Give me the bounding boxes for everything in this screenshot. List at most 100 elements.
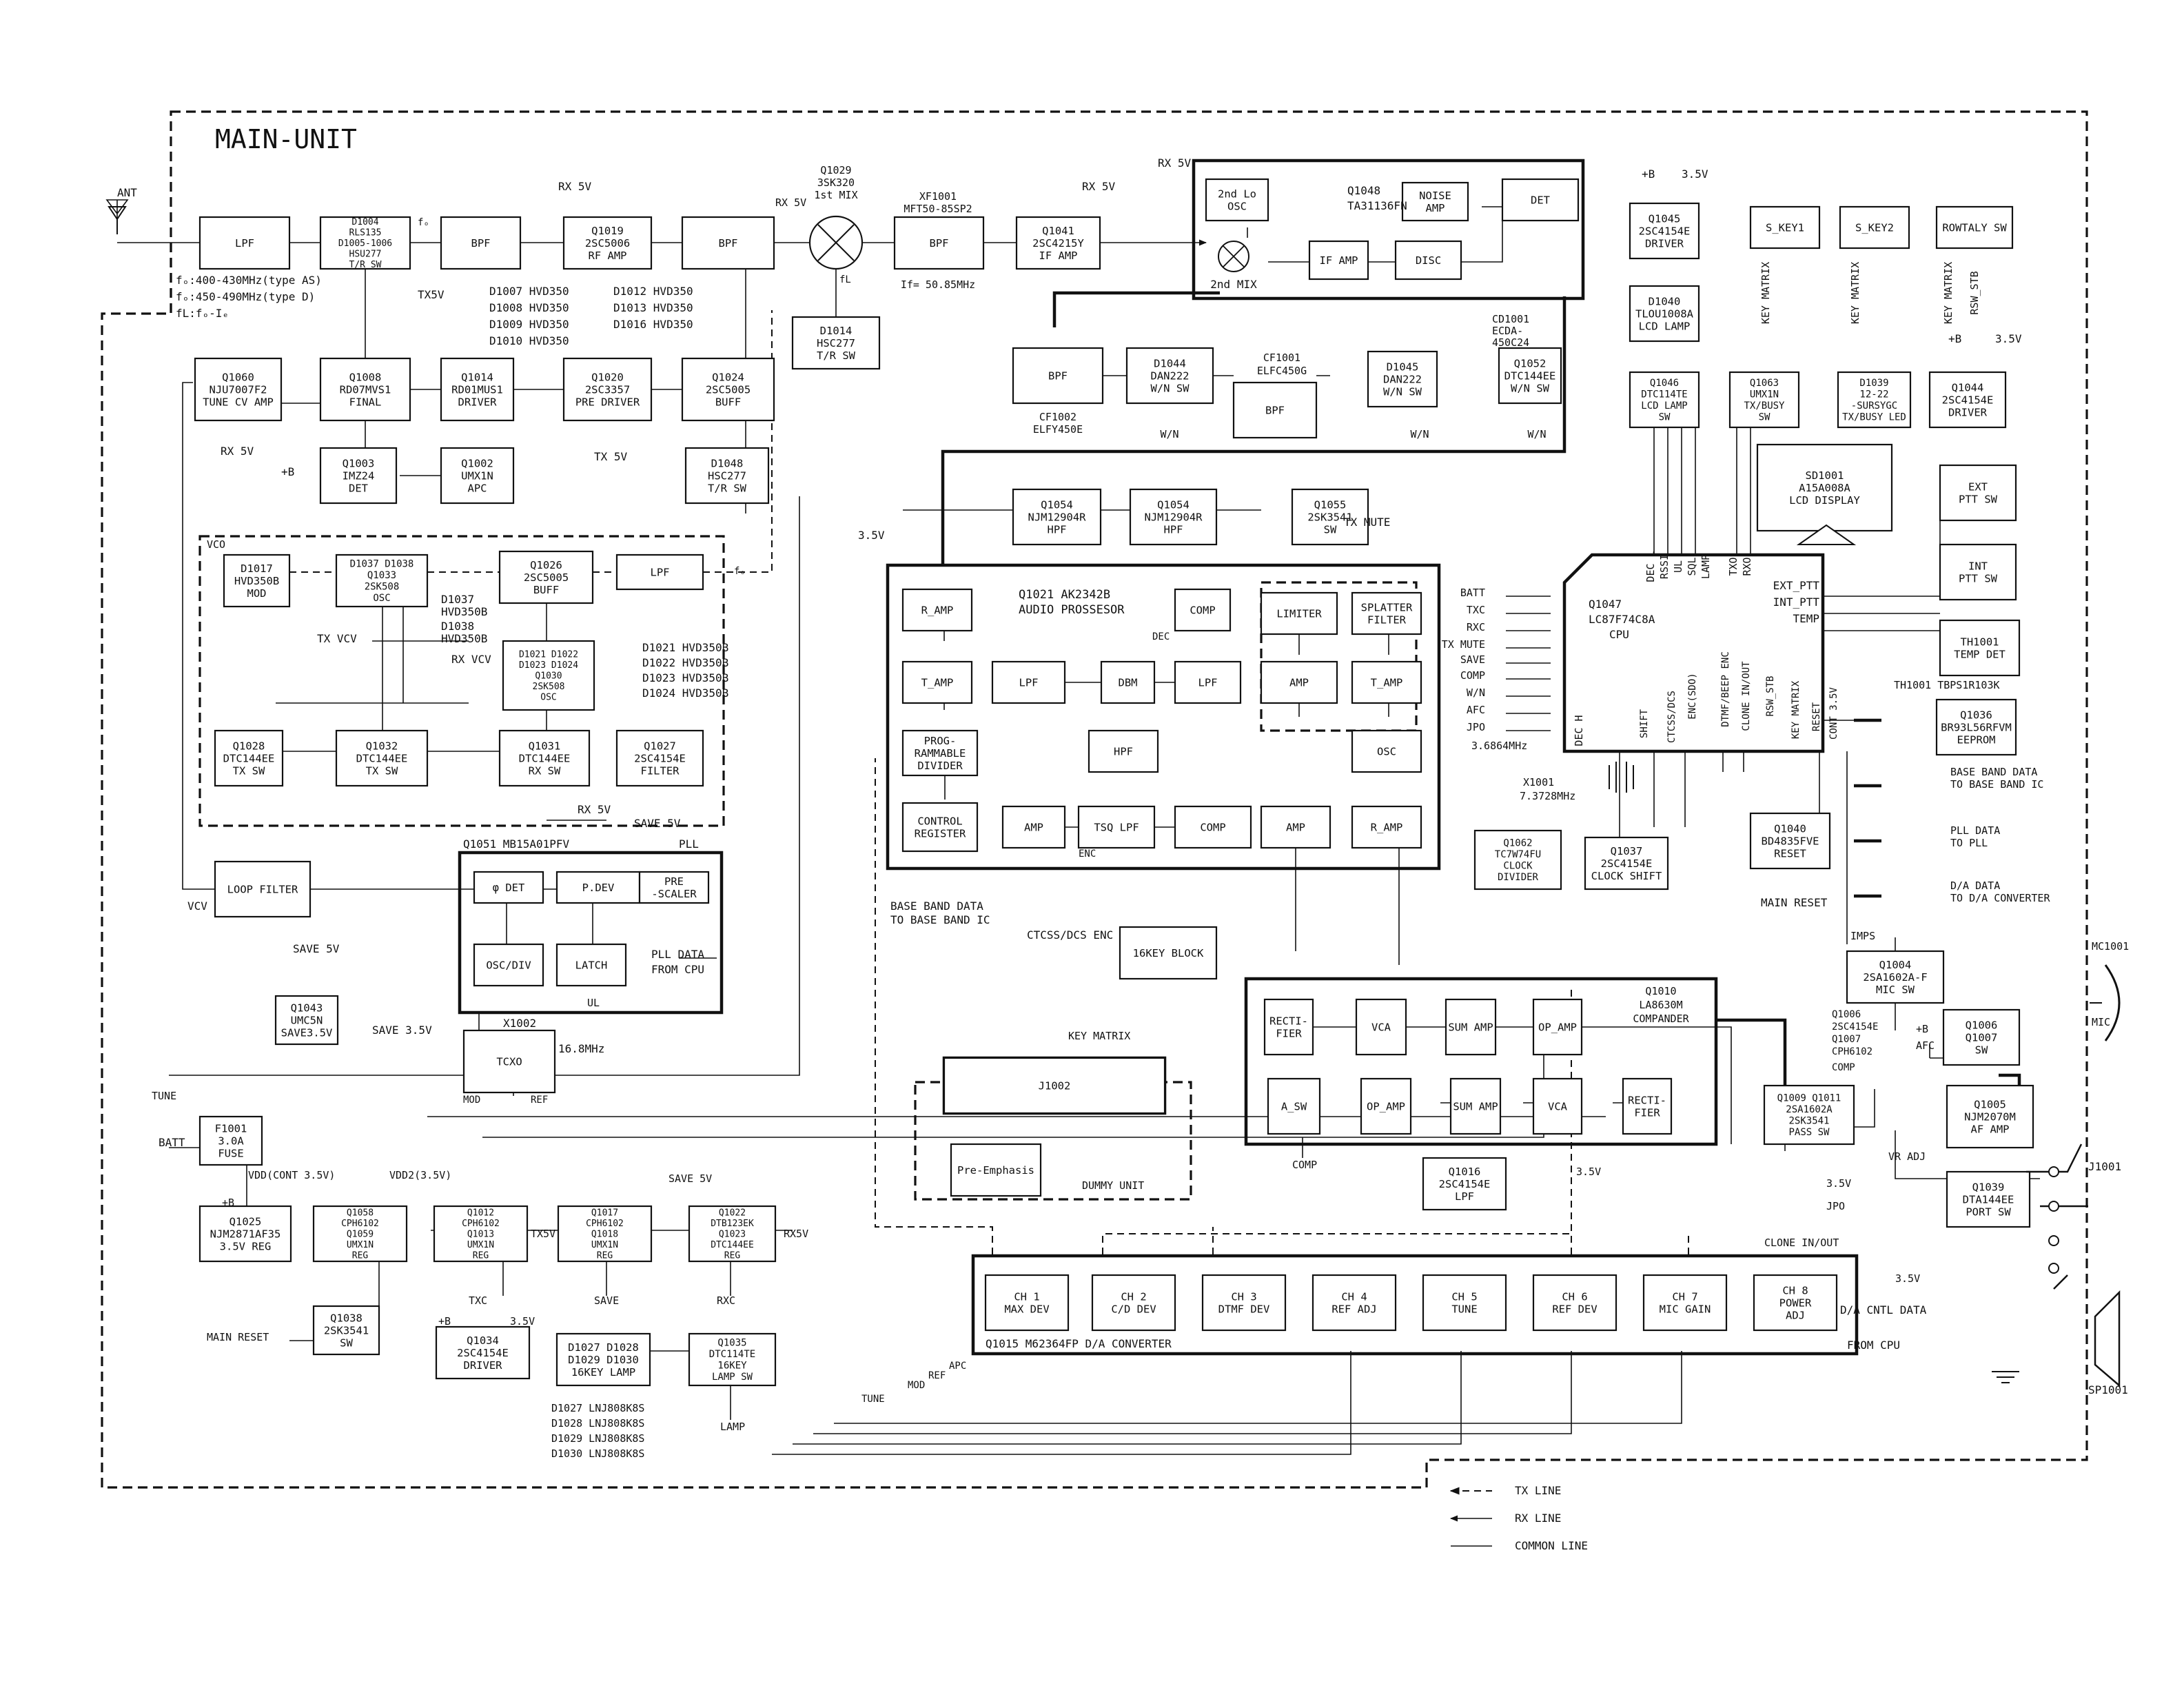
circuit-block: CH 2C/D DEV [1091, 1274, 1176, 1332]
block-label: Q1019 [591, 225, 624, 237]
block-label: RECTI- [1269, 1015, 1308, 1027]
signal-label: RESET [1811, 702, 1822, 731]
block-label: TX SW [233, 764, 265, 777]
signal-label: RSW_STB [1765, 675, 1776, 716]
signal-label: RXC [717, 1294, 735, 1307]
signal-label: +B [438, 1315, 451, 1328]
block-label: RECTI- [1628, 1094, 1666, 1106]
signal-label: TO PLL [1950, 837, 1988, 849]
block-box [901, 802, 979, 853]
block-box [555, 1332, 651, 1387]
block-label: 2SC4154E [457, 1347, 509, 1359]
audio-processor-frame [886, 563, 1441, 871]
block-box [1267, 1077, 1321, 1135]
signal-label: 3.6864MHz [1471, 740, 1527, 752]
ground-icon [1992, 1371, 2019, 1383]
signal-label: W/N [1410, 428, 1429, 440]
signal-label: SAVE 5V [293, 942, 340, 955]
block-box [1629, 202, 1700, 260]
signal-label: EXT_PTT [1773, 579, 1820, 592]
signal-label: KEY MATRIX [1790, 680, 1802, 739]
circuit-block: Pre-Emphasis [950, 1143, 1042, 1197]
block-box [1728, 371, 1800, 429]
signal-label: If= 50.85MHz [901, 278, 975, 291]
antenna-icon [108, 206, 127, 234]
block-label: AF AMP [1971, 1123, 2010, 1135]
block-label: PORT SW [1966, 1206, 2011, 1218]
legend-lines [1449, 1487, 1492, 1547]
block-label: Q1014 [461, 371, 493, 383]
signal-label: D1013 HVD350 [613, 301, 693, 314]
signal-label: +B [1948, 332, 1961, 345]
block-label: D1044 [1154, 357, 1186, 369]
signal-label: APC [949, 1361, 966, 1372]
signal-label: RSSI [1658, 554, 1671, 579]
block-label: D1048 [711, 457, 744, 469]
block-box [1629, 371, 1700, 429]
block-box [335, 553, 429, 608]
block-label: 2SC5006 [585, 237, 630, 250]
block-label: Q1045 [1649, 212, 1681, 225]
block-label: Q1040 [1774, 822, 1806, 835]
if-ic-frame [1192, 159, 1585, 301]
circuit-block: COMP [1174, 805, 1252, 849]
block-label: DAN222 [1383, 373, 1422, 385]
block-label: OSC [1377, 745, 1396, 757]
speaker-icon [2094, 1290, 2121, 1387]
block-label: TX/BUSY LED [1842, 412, 1906, 423]
signal-label: 3.5V [1995, 332, 2022, 345]
block-box [681, 357, 775, 422]
block-label: Q1052 [1514, 357, 1547, 369]
signal-label: 450C24 [1492, 336, 1529, 349]
circuit-block: SUM AMP [1445, 998, 1497, 1056]
block-box [1749, 812, 1831, 870]
block-label: OSC [1227, 200, 1247, 212]
block-box [274, 995, 339, 1046]
block-label: 2SC3357 [585, 383, 630, 396]
block-label: UMX1N [1750, 389, 1779, 400]
circuit-block: COMP [1174, 588, 1232, 632]
signal-label: CD1001 [1492, 313, 1529, 325]
block-label: PRE DRIVER [575, 396, 640, 408]
block-box [1473, 829, 1562, 891]
block-box [638, 871, 710, 904]
block-label: Q1054 [1041, 498, 1073, 511]
signal-label: FROM CPU [651, 963, 704, 976]
circuit-block: AMP [1260, 660, 1338, 704]
block-box [1928, 371, 2007, 429]
signal-label: Q1029 [820, 164, 851, 176]
block-label: D1040 [1649, 295, 1681, 307]
circuit-block: DBM [1100, 660, 1156, 704]
circuit-block: T_AMP [1351, 660, 1422, 704]
block-label: DRIVER [458, 396, 498, 408]
block-box [1351, 805, 1422, 849]
signal-label: RXC [1467, 621, 1485, 633]
signal-label: ELFY450E [1033, 423, 1083, 436]
block-label: DTC114TE [1641, 389, 1687, 400]
block-label: FILTER [1367, 613, 1407, 626]
signal-label: MOD [463, 1095, 480, 1106]
signal-label: W/N [1160, 428, 1178, 440]
signal-label: ELFC450G [1257, 365, 1307, 377]
signal-label: LA8630M [1639, 999, 1682, 1011]
block-label: DIVIDER [917, 760, 963, 772]
block-label: Q1025 [229, 1215, 262, 1228]
block-label: POWER [1779, 1296, 1812, 1309]
block-label: VCA [1371, 1021, 1391, 1033]
block-label: 2SC5005 [706, 383, 751, 396]
